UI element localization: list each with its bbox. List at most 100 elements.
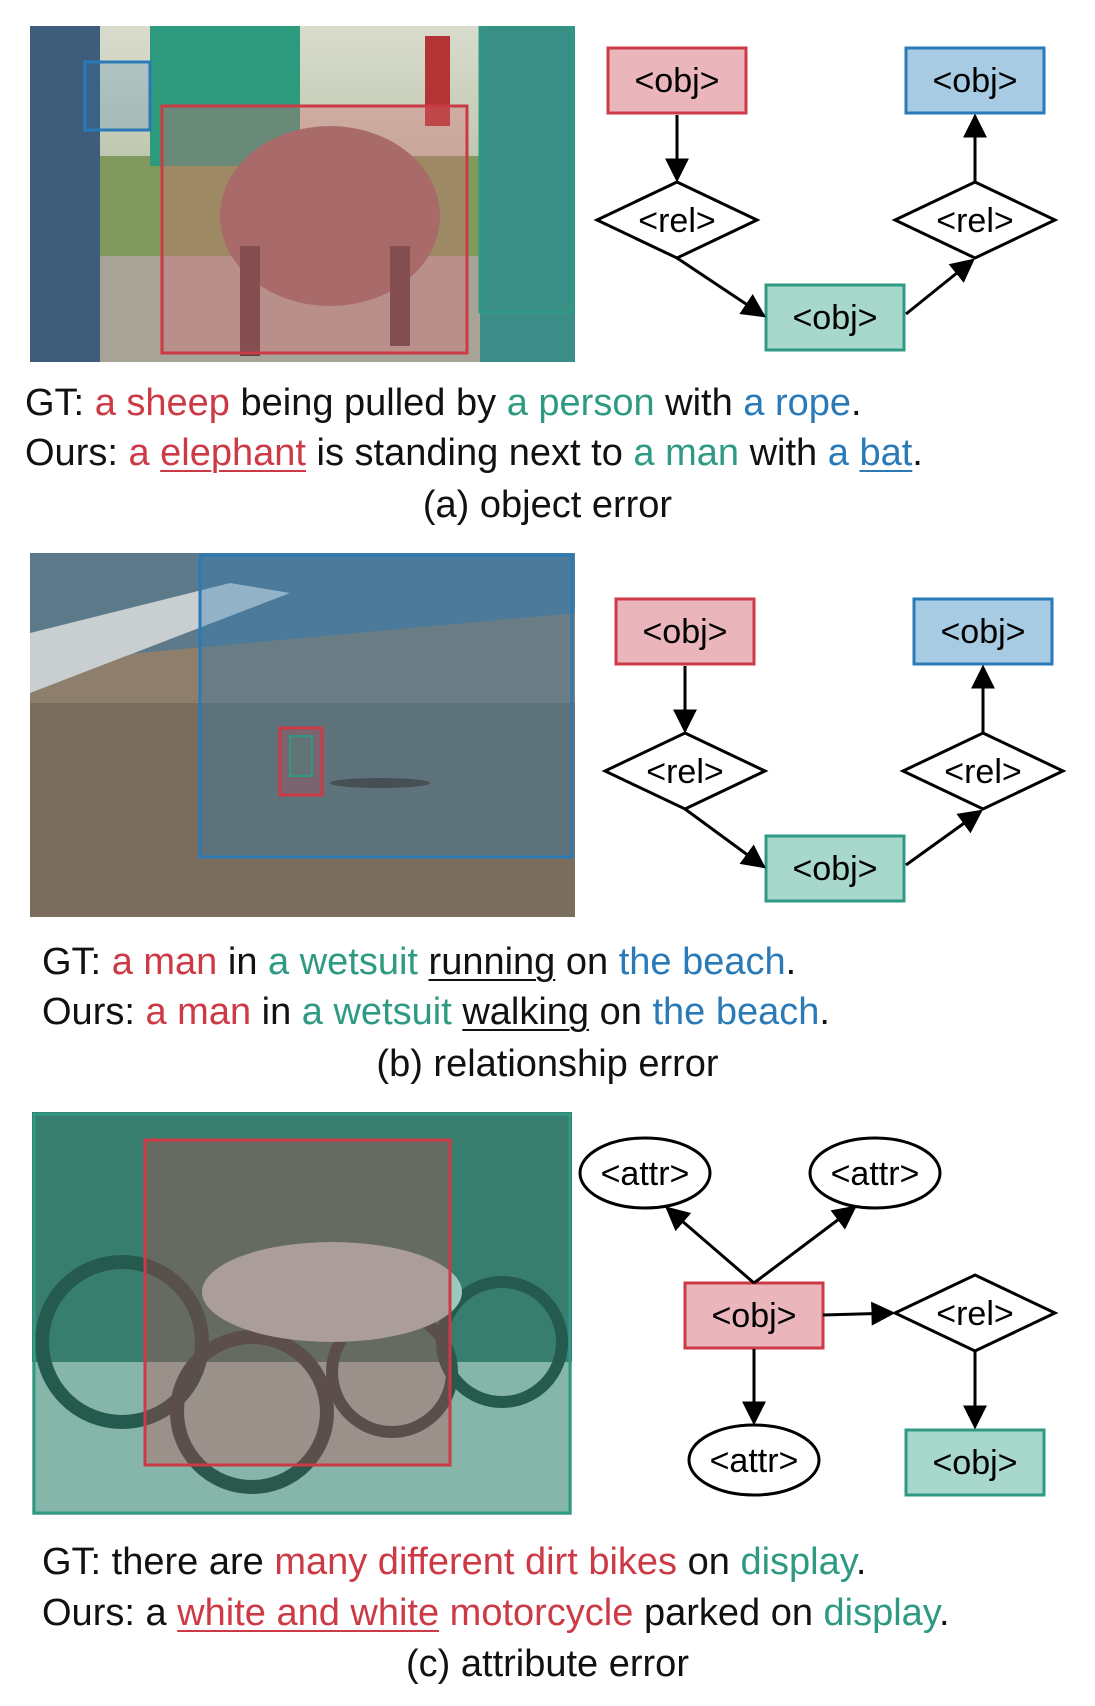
wetsuit-box <box>289 735 313 777</box>
node-obj-green <box>764 834 906 903</box>
node-obj-red <box>614 597 756 666</box>
ours-word: on <box>599 991 642 1033</box>
gt-word: on <box>565 941 609 983</box>
ours-end: . <box>939 1592 950 1634</box>
gt-word: being pulled by <box>240 382 497 424</box>
node-obj-blue-label: <obj> <box>940 613 1025 651</box>
ours-end: . <box>912 432 923 474</box>
motorcycle-box <box>143 1138 452 1467</box>
node-obj-red-label: <obj> <box>634 62 719 100</box>
gt-word: with <box>665 382 733 424</box>
node-obj-green-label: <obj> <box>932 1444 1017 1482</box>
ours-end: . <box>819 991 830 1033</box>
gt-subject: a man <box>111 941 218 983</box>
ours-article-2: a <box>827 432 849 474</box>
gt-object: display <box>740 1541 856 1583</box>
scene-graph-c: <attr> <attr> <obj> <rel> <attr> <obj> <box>578 1136 1059 1497</box>
node-rel-right <box>899 731 1067 811</box>
caption-gt-a: GT: a sheep being pulled by a person wit… <box>25 379 862 427</box>
gt-object: a person <box>506 382 655 424</box>
node-obj-green-label: <obj> <box>792 299 877 337</box>
caption-ours-b: Ours: a man in a wetsuit walking on the … <box>42 988 830 1036</box>
ours-word: with <box>749 432 818 474</box>
node-attr-bottom-label: <attr> <box>710 1442 799 1480</box>
gt-end: . <box>851 382 862 424</box>
ours-object-error: bat <box>859 432 913 474</box>
gt-subject: a sheep <box>94 382 230 424</box>
ours-attribute-error: white and white <box>177 1592 440 1634</box>
ours-subject: motorcycle <box>449 1592 634 1634</box>
ours-relation-error: walking <box>462 991 590 1033</box>
gt-word: in <box>227 941 258 983</box>
display-box <box>32 1112 572 1515</box>
caption-gt-b: GT: a man in a wetsuit running on the be… <box>42 938 796 986</box>
node-rel-left-label: <rel> <box>638 202 716 240</box>
node-attr-left-label: <attr> <box>601 1155 690 1193</box>
person-box <box>478 26 574 314</box>
ours-word: is standing next to <box>316 432 623 474</box>
node-obj-green <box>904 1428 1046 1497</box>
node-obj-red <box>606 46 748 115</box>
node-rel-right-label: <rel> <box>936 202 1014 240</box>
node-obj-blue <box>912 597 1054 666</box>
gt-word: on <box>687 1541 730 1583</box>
edge <box>905 809 983 867</box>
gt-prefix: GT: <box>25 382 85 424</box>
ours-word: in <box>261 991 292 1033</box>
gt-object: a wetsuit <box>268 941 418 983</box>
photo-motorcycles <box>32 1112 572 1515</box>
node-attr-left <box>578 1136 712 1210</box>
caption-gt-c: GT: there are many different dirt bikes … <box>42 1538 866 1586</box>
scene-graph-b: <obj> <obj> <rel> <rel> <obj> <box>601 597 1067 903</box>
edge <box>822 1301 896 1326</box>
node-rel-left-label: <rel> <box>646 753 724 791</box>
subfigure-title-a: (a) object error <box>422 484 673 526</box>
node-obj-red-label: <obj> <box>711 1297 796 1335</box>
sheep-box <box>160 104 469 355</box>
gt-end: . <box>785 941 797 983</box>
ours-word: parked on <box>643 1592 813 1634</box>
ours-object: a wetsuit <box>301 991 452 1033</box>
node-rel-right-label: <rel> <box>944 753 1022 791</box>
node-rel-right <box>891 180 1059 260</box>
node-obj-green <box>764 283 906 352</box>
caption-ours-a: Ours: a elephant is standing next to a m… <box>25 429 923 477</box>
gt-end: . <box>855 1541 867 1583</box>
ours-object-2: the beach <box>652 991 820 1033</box>
beach-box <box>198 553 574 859</box>
ours-article: a <box>128 432 150 474</box>
ours-subject: a man <box>145 991 252 1033</box>
scene-graph-a: <obj> <obj> <rel> <rel> <obj> <box>593 46 1059 352</box>
gt-subject: many different dirt bikes <box>274 1541 678 1583</box>
node-obj-red <box>683 1281 825 1350</box>
gt-relation: running <box>428 941 556 983</box>
caption-ours-c: Ours: a white and white motorcycle parke… <box>42 1589 950 1637</box>
node-attr-right <box>808 1136 942 1210</box>
photo-beach <box>30 553 575 917</box>
edge <box>684 807 766 869</box>
node-obj-green-label: <obj> <box>792 850 877 888</box>
ours-object: a man <box>633 432 740 474</box>
rope-box <box>83 60 152 132</box>
ours-subject-error: elephant <box>160 432 306 474</box>
subfigure-title-c: (c) attribute error <box>406 1643 689 1685</box>
ours-prefix: Ours: <box>42 991 135 1033</box>
node-attr-right-label: <attr> <box>831 1155 920 1193</box>
ours-prefix: Ours: a <box>42 1592 167 1634</box>
ours-prefix: Ours: <box>25 432 118 474</box>
subfigure-title-b: (b) relationship error <box>376 1043 719 1085</box>
gt-prefix: GT: there are <box>42 1541 264 1583</box>
node-obj-red-label: <obj> <box>642 613 727 651</box>
edge <box>676 256 766 318</box>
gt-object-2: the beach <box>618 941 786 983</box>
gt-prefix: GT: <box>42 941 102 983</box>
node-obj-blue-label: <obj> <box>932 62 1017 100</box>
edge <box>665 1206 755 1285</box>
gt-object-2: a rope <box>743 382 852 424</box>
photo-sheep <box>30 26 575 362</box>
node-rel-label: <rel> <box>936 1295 1014 1333</box>
man-box <box>278 726 324 797</box>
ours-object: display <box>823 1592 939 1634</box>
edge <box>753 1205 857 1285</box>
edge <box>905 258 975 316</box>
